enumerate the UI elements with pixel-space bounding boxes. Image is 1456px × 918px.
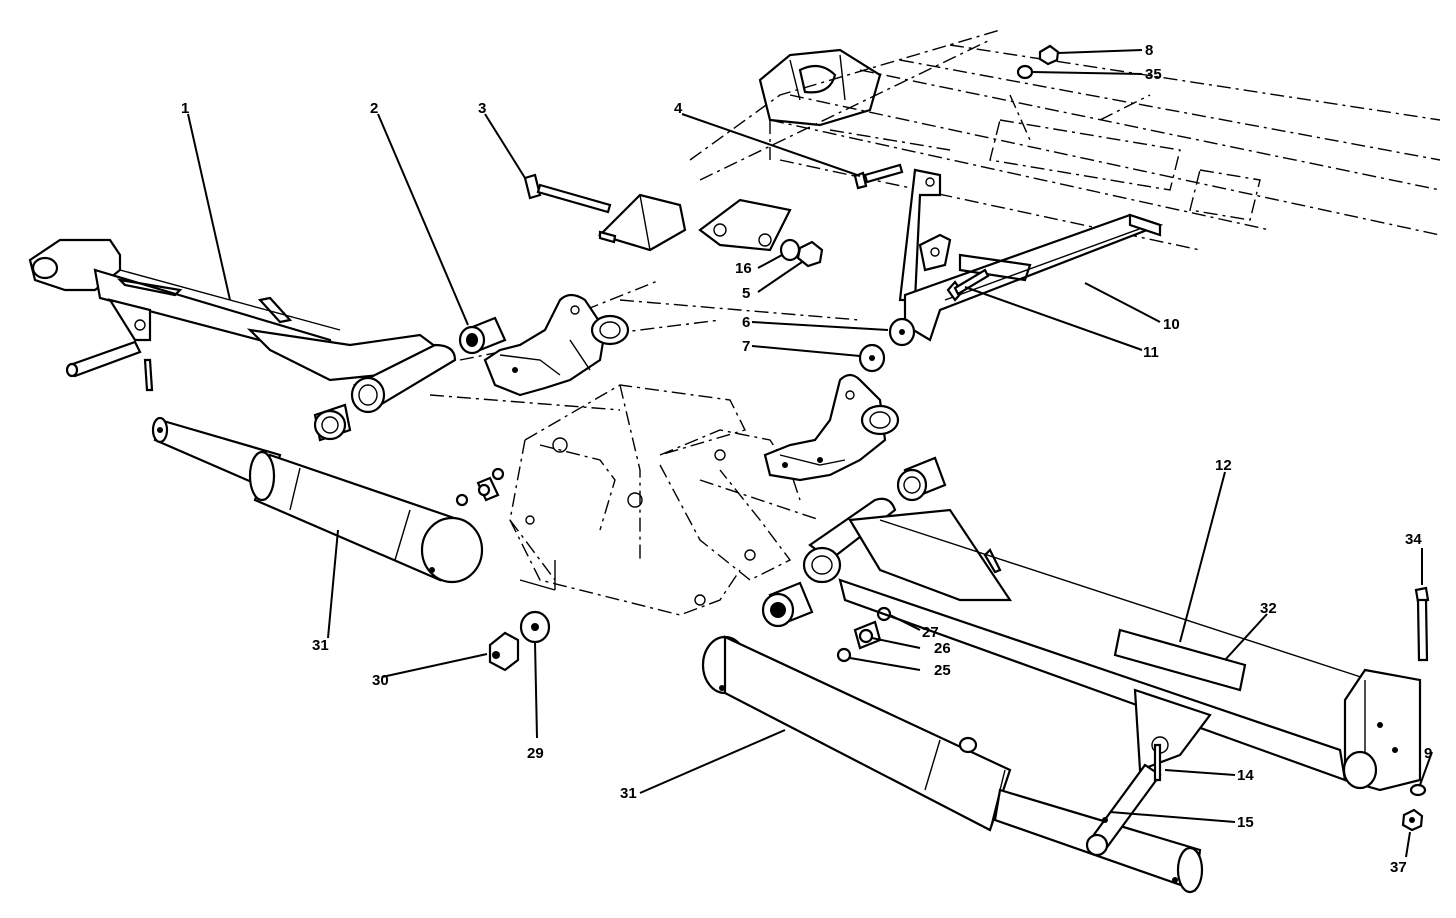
- callout-31-upper: 31: [312, 637, 329, 654]
- right-hydraulic-cylinder: [701, 635, 1204, 894]
- bracket-part-10: [898, 168, 1164, 342]
- washer-part-29: [519, 610, 551, 644]
- callout-7: 7: [742, 338, 750, 355]
- nut-part-8: [1038, 44, 1060, 66]
- callout-31-lower: 31: [620, 785, 637, 802]
- pivot-bracket-upper: [483, 293, 630, 397]
- right-arm-bushing-upper: [896, 456, 947, 502]
- callout-30: 30: [372, 672, 389, 689]
- callout-11: 11: [1143, 344, 1159, 361]
- left-hydraulic-cylinder: [151, 416, 484, 584]
- nut-part-37: [1401, 808, 1424, 832]
- bushing-part-2: [458, 316, 507, 355]
- washer-part-16: [779, 238, 801, 262]
- pivot-bracket-lower: [763, 373, 900, 482]
- bolt-part-4: [853, 163, 904, 190]
- mower-frame-outline: [689, 29, 1441, 251]
- callout-4: 4: [674, 100, 683, 117]
- callout-5: 5: [742, 285, 750, 302]
- callout-25: 25: [934, 662, 951, 679]
- washer-part-7: [858, 343, 886, 373]
- leader-lines: [187, 49, 1433, 858]
- right-clevis-pin: [1085, 743, 1162, 857]
- bolt-part-3: [523, 173, 612, 214]
- washer-part-9: [1409, 783, 1427, 797]
- left-clevis-pin: [65, 340, 154, 392]
- callout-8: 8: [1145, 42, 1153, 59]
- callout-10: 10: [1163, 316, 1180, 333]
- callout-9: 9: [1424, 745, 1432, 762]
- left-arm-bushing-lower: [313, 403, 352, 442]
- callout-29: 29: [527, 745, 544, 762]
- right-arm-bushing-lower: [761, 581, 814, 628]
- callout-3: 3: [478, 100, 486, 117]
- bolt-part-34: [1414, 586, 1430, 662]
- callout-27: 27: [922, 624, 939, 641]
- callout-37: 37: [1390, 859, 1407, 876]
- callout-16: 16: [735, 260, 752, 277]
- callout-15: 15: [1237, 814, 1254, 831]
- callout-35: 35: [1145, 66, 1162, 83]
- left-axle-arm: [28, 238, 457, 414]
- callout-labels: 1 2 3 4 8 35 16 5 6 7 10 11 12 32 34 9 1…: [181, 42, 1432, 876]
- callout-1: 1: [181, 100, 189, 117]
- bolt-part-11: [946, 268, 990, 302]
- callout-2: 2: [370, 100, 378, 117]
- nut-part-5: [796, 240, 824, 268]
- washer-part-6: [888, 317, 916, 347]
- callout-26: 26: [934, 640, 951, 657]
- callout-12: 12: [1215, 457, 1232, 474]
- right-grease-fitting: [836, 606, 892, 663]
- frame-rear-bracket: [758, 48, 882, 127]
- washer-part-35: [1016, 64, 1034, 80]
- right-axle-arm: [802, 497, 1422, 792]
- callout-6: 6: [742, 314, 750, 331]
- callout-32: 32: [1260, 600, 1277, 617]
- nut-part-30: [488, 631, 520, 672]
- frame-hitch-bracket: [597, 193, 792, 252]
- left-grease-fitting: [455, 467, 505, 507]
- callout-34: 34: [1405, 531, 1422, 548]
- callout-14: 14: [1237, 767, 1254, 784]
